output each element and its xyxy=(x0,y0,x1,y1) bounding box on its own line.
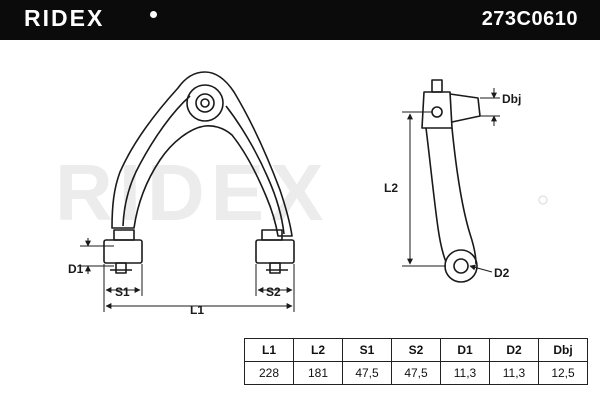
registered-mark-icon xyxy=(150,11,157,18)
left-bushing-bolt xyxy=(115,262,127,274)
watermark-mark-icon xyxy=(538,195,548,205)
spec-table: L1 L2 S1 S2 D1 D2 Dbj 228 181 47,5 47,5 … xyxy=(244,338,588,385)
control-arm-front-view xyxy=(103,71,295,274)
spec-header-cell: S2 xyxy=(391,338,441,362)
right-bushing-neck xyxy=(261,229,283,241)
dim-dbj xyxy=(480,88,500,126)
spec-table-header-row: L1 L2 S1 S2 D1 D2 Dbj xyxy=(244,338,588,362)
spec-value-cell: 11,3 xyxy=(489,361,539,385)
side-ball-joint-stud xyxy=(431,79,443,93)
label-d2: D2 xyxy=(494,266,510,280)
label-l2: L2 xyxy=(384,181,398,195)
dim-s1-s2 xyxy=(103,264,295,312)
spec-table-value-row: 228 181 47,5 47,5 11,3 11,3 12,5 xyxy=(244,361,588,385)
side-bushing-outer xyxy=(444,249,478,283)
dim-d1 xyxy=(80,238,114,274)
side-ball-joint-flange xyxy=(449,93,481,123)
control-arm-side-view xyxy=(421,79,481,283)
spec-value-cell: 11,3 xyxy=(440,361,490,385)
side-bushing-inner xyxy=(453,258,469,274)
label-l1: L1 xyxy=(190,303,204,317)
spec-value-cell: 47,5 xyxy=(391,361,441,385)
ball-joint-nut xyxy=(200,98,210,108)
technical-drawing: RIDEX D1 S1 S2 xyxy=(55,71,548,317)
spec-value-cell: 181 xyxy=(293,361,343,385)
dim-d2 xyxy=(469,264,493,273)
spec-value-cell: 12,5 xyxy=(538,361,588,385)
spec-header-cell: L1 xyxy=(244,338,294,362)
left-bushing-neck xyxy=(113,229,135,241)
label-d1: D1 xyxy=(68,262,84,276)
spec-header-cell: S1 xyxy=(342,338,392,362)
arm-outline xyxy=(111,71,293,237)
label-s1: S1 xyxy=(115,285,130,299)
label-s2: S2 xyxy=(266,285,281,299)
watermark-text: RIDEX xyxy=(55,148,330,237)
ball-joint-housing xyxy=(186,84,224,122)
side-arm-body xyxy=(425,127,477,265)
dim-l2 xyxy=(402,111,446,267)
right-bushing-bolt xyxy=(269,262,281,274)
spec-value-cell: 47,5 xyxy=(342,361,392,385)
spec-header-cell: Dbj xyxy=(538,338,588,362)
label-dbj: Dbj xyxy=(502,92,521,106)
right-bushing-body xyxy=(255,239,295,264)
header-bar: RIDEX 273C0610 xyxy=(0,0,600,40)
arm-inner-rib xyxy=(122,95,285,235)
spec-header-cell: L2 xyxy=(293,338,343,362)
left-bushing-body xyxy=(103,239,143,264)
part-number: 273C0610 xyxy=(481,8,578,30)
spec-value-cell: 228 xyxy=(244,361,294,385)
side-ball-joint-housing xyxy=(421,91,453,129)
spec-header-cell: D2 xyxy=(489,338,539,362)
spec-header-cell: D1 xyxy=(440,338,490,362)
side-ball-joint-center xyxy=(431,106,443,118)
brand-logo: RIDEX xyxy=(24,5,105,31)
ball-joint-stud xyxy=(195,93,215,113)
